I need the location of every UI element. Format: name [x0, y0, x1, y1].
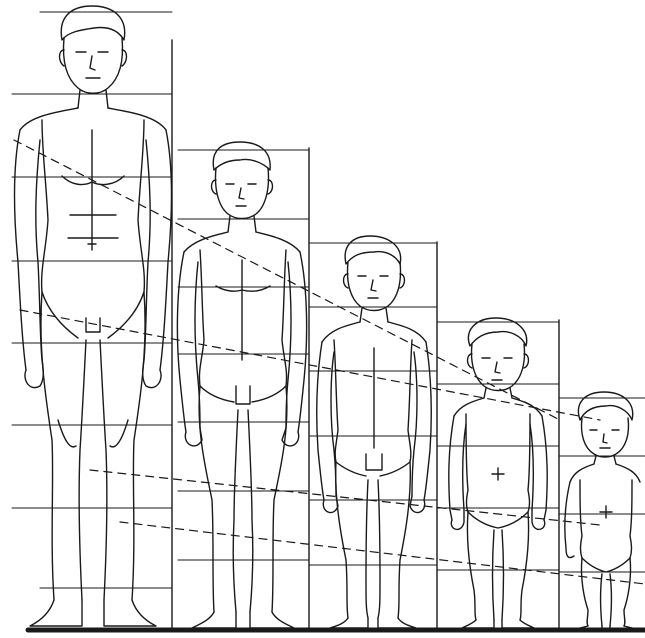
figure-infant [565, 392, 640, 629]
figure-youth [177, 142, 306, 628]
head-unit-grid-toddler [437, 322, 559, 570]
figure-toddler [449, 318, 547, 628]
proportion-guide-lines [14, 140, 645, 584]
column-separators [172, 40, 559, 630]
head-unit-grid-child [309, 243, 437, 565]
figure-adult [15, 6, 172, 626]
head-unit-grid-adult [12, 12, 172, 588]
figure-child [317, 236, 431, 628]
